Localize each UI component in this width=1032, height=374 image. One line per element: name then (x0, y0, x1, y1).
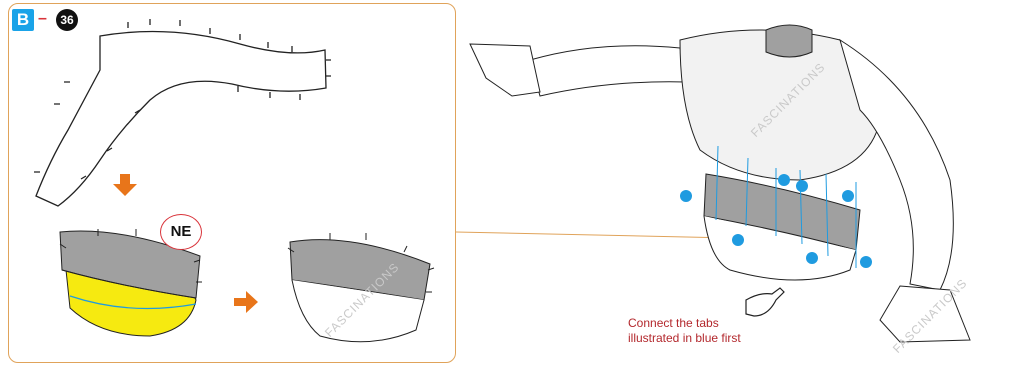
ne-label: NE (160, 214, 202, 250)
pointing-hand-icon (746, 288, 784, 316)
instruction-text: Connect the tabs illustrated in blue fir… (628, 316, 788, 346)
right-arrow-icon (234, 291, 258, 313)
flat-part-outline (34, 19, 331, 206)
leader-line (456, 232, 732, 238)
torso-figure (470, 25, 970, 342)
down-arrow-icon (113, 174, 137, 196)
band-assembled (288, 233, 434, 342)
